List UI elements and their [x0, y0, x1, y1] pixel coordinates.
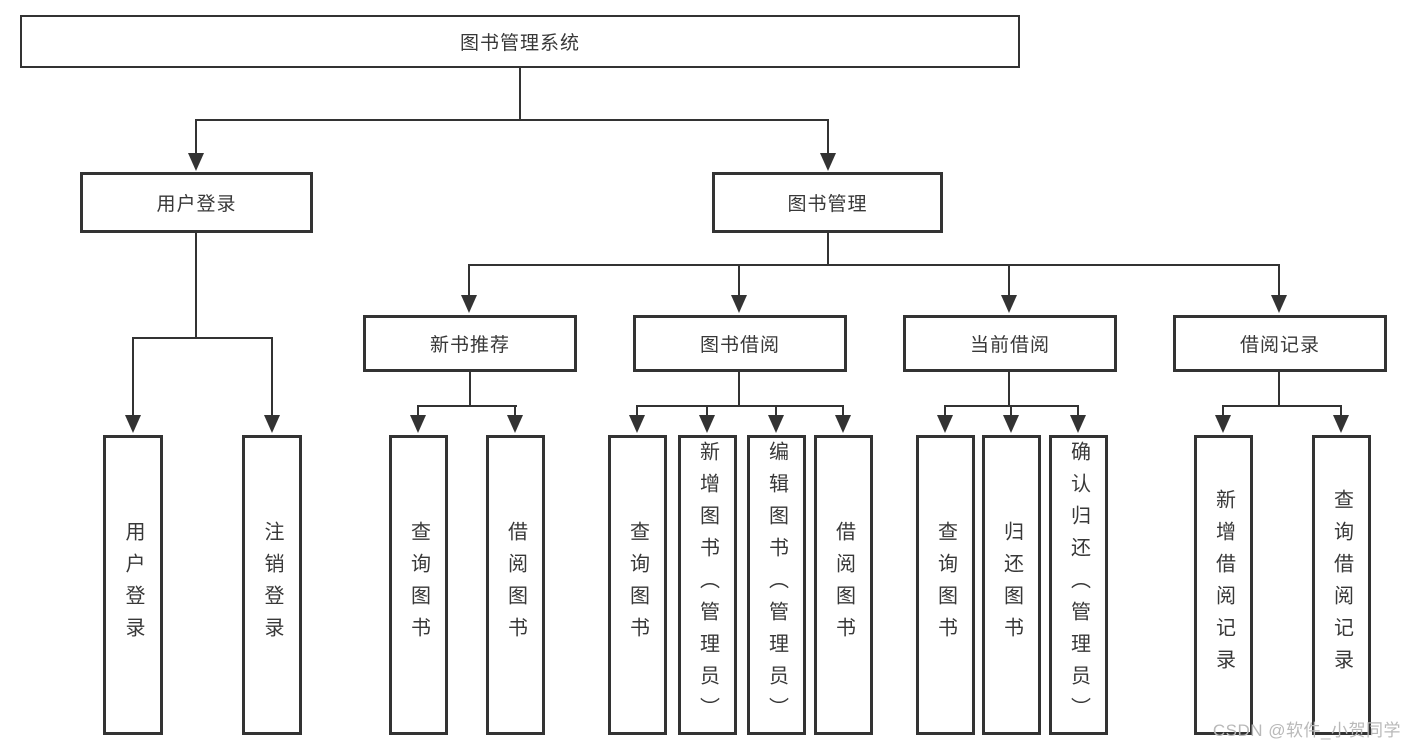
connector-line	[738, 372, 740, 407]
leaf-borrow-books-borrowing: 借阅图书	[814, 435, 873, 735]
connector-line	[842, 405, 844, 417]
leaf-borrow-books-recommend-label: 借阅图书	[504, 521, 527, 649]
connector-line	[827, 119, 829, 154]
leaf-return-book-label: 归还图书	[1000, 521, 1023, 649]
down-arrow-icon	[629, 415, 645, 433]
connector-line	[827, 232, 829, 266]
connector-line	[1010, 405, 1012, 417]
down-arrow-icon	[1070, 415, 1086, 433]
down-arrow-icon	[699, 415, 715, 433]
connector-line	[775, 405, 777, 417]
node-current-borrowing: 当前借阅	[903, 315, 1117, 372]
connector-line	[195, 119, 829, 121]
leaf-query-books-recommend-label: 查询图书	[407, 521, 430, 649]
node-book-borrowing: 图书借阅	[633, 315, 847, 372]
down-arrow-icon	[264, 415, 280, 433]
down-arrow-icon	[125, 415, 141, 433]
down-arrow-icon	[1271, 295, 1287, 313]
node-borrowing-records-label: 借阅记录	[1239, 335, 1320, 356]
connector-line	[1008, 264, 1010, 295]
node-book-management: 图书管理	[712, 172, 943, 233]
leaf-query-books-current-label: 查询图书	[934, 521, 957, 649]
connector-line	[271, 337, 273, 417]
down-arrow-icon	[937, 415, 953, 433]
leaf-edit-book-admin: 编辑图书（管理员）	[747, 435, 806, 735]
leaf-user-login: 用户登录	[103, 435, 163, 735]
leaf-edit-book-admin-label: 编辑图书（管理员）	[765, 441, 788, 729]
connector-line	[706, 405, 708, 417]
connector-line	[469, 372, 471, 407]
connector-line	[1222, 405, 1341, 407]
connector-line	[132, 337, 134, 417]
connector-line	[195, 119, 197, 154]
node-new-book-recommendation: 新书推荐	[363, 315, 577, 372]
down-arrow-icon	[1215, 415, 1231, 433]
connector-line	[468, 264, 470, 295]
node-root-label: 图书管理系统	[459, 33, 580, 54]
down-arrow-icon	[188, 153, 204, 171]
connector-line	[468, 264, 1280, 266]
leaf-add-book-admin: 新增图书（管理员）	[678, 435, 737, 735]
connector-line	[1278, 372, 1280, 407]
down-arrow-icon	[1001, 295, 1017, 313]
connector-line	[195, 233, 197, 337]
connector-line	[636, 405, 638, 417]
leaf-add-borrow-record: 新增借阅记录	[1194, 435, 1253, 735]
down-arrow-icon	[820, 153, 836, 171]
connector-line	[132, 337, 272, 339]
leaf-query-borrow-record: 查询借阅记录	[1312, 435, 1371, 735]
leaf-return-book: 归还图书	[982, 435, 1041, 735]
connector-line	[417, 405, 517, 407]
leaf-borrow-books-borrowing-label: 借阅图书	[832, 521, 855, 649]
connector-line	[1222, 405, 1224, 417]
node-user-login: 用户登录	[80, 172, 313, 233]
connector-line	[1278, 264, 1280, 295]
leaf-user-login-label: 用户登录	[122, 521, 144, 649]
node-new-book-recommendation-label: 新书推荐	[429, 335, 510, 356]
connector-line	[514, 405, 516, 417]
leaf-logout: 注销登录	[242, 435, 302, 735]
connector-line	[417, 405, 419, 417]
leaf-confirm-return-admin: 确认归还（管理员）	[1049, 435, 1108, 735]
leaf-query-borrow-record-label: 查询借阅记录	[1330, 489, 1353, 681]
connector-line	[519, 68, 521, 119]
down-arrow-icon	[835, 415, 851, 433]
connector-line	[1340, 405, 1342, 417]
node-current-borrowing-label: 当前借阅	[969, 335, 1050, 356]
leaf-query-books-recommend: 查询图书	[389, 435, 448, 735]
leaf-query-books-borrowing-label: 查询图书	[626, 521, 649, 649]
leaf-add-borrow-record-label: 新增借阅记录	[1212, 489, 1235, 681]
connector-line	[636, 405, 844, 407]
down-arrow-icon	[507, 415, 523, 433]
connector-line	[738, 264, 740, 295]
down-arrow-icon	[1003, 415, 1019, 433]
leaf-add-book-admin-label: 新增图书（管理员）	[696, 441, 719, 729]
node-borrowing-records: 借阅记录	[1173, 315, 1387, 372]
node-user-login-label: 用户登录	[156, 194, 237, 215]
csdn-watermark: CSDN @软件_小贺同学	[1212, 721, 1401, 740]
leaf-query-books-current: 查询图书	[916, 435, 975, 735]
leaf-borrow-books-recommend: 借阅图书	[486, 435, 545, 735]
node-book-management-label: 图书管理	[787, 194, 868, 215]
down-arrow-icon	[768, 415, 784, 433]
down-arrow-icon	[1333, 415, 1349, 433]
leaf-query-books-borrowing: 查询图书	[608, 435, 667, 735]
connector-line	[1008, 372, 1010, 407]
node-root: 图书管理系统	[20, 15, 1020, 68]
node-book-borrowing-label: 图书借阅	[699, 335, 780, 356]
leaf-logout-label: 注销登录	[261, 521, 283, 649]
down-arrow-icon	[410, 415, 426, 433]
down-arrow-icon	[461, 295, 477, 313]
connector-line	[944, 405, 946, 417]
connector-line	[1077, 405, 1079, 417]
leaf-confirm-return-admin-label: 确认归还（管理员）	[1067, 441, 1090, 729]
down-arrow-icon	[731, 295, 747, 313]
